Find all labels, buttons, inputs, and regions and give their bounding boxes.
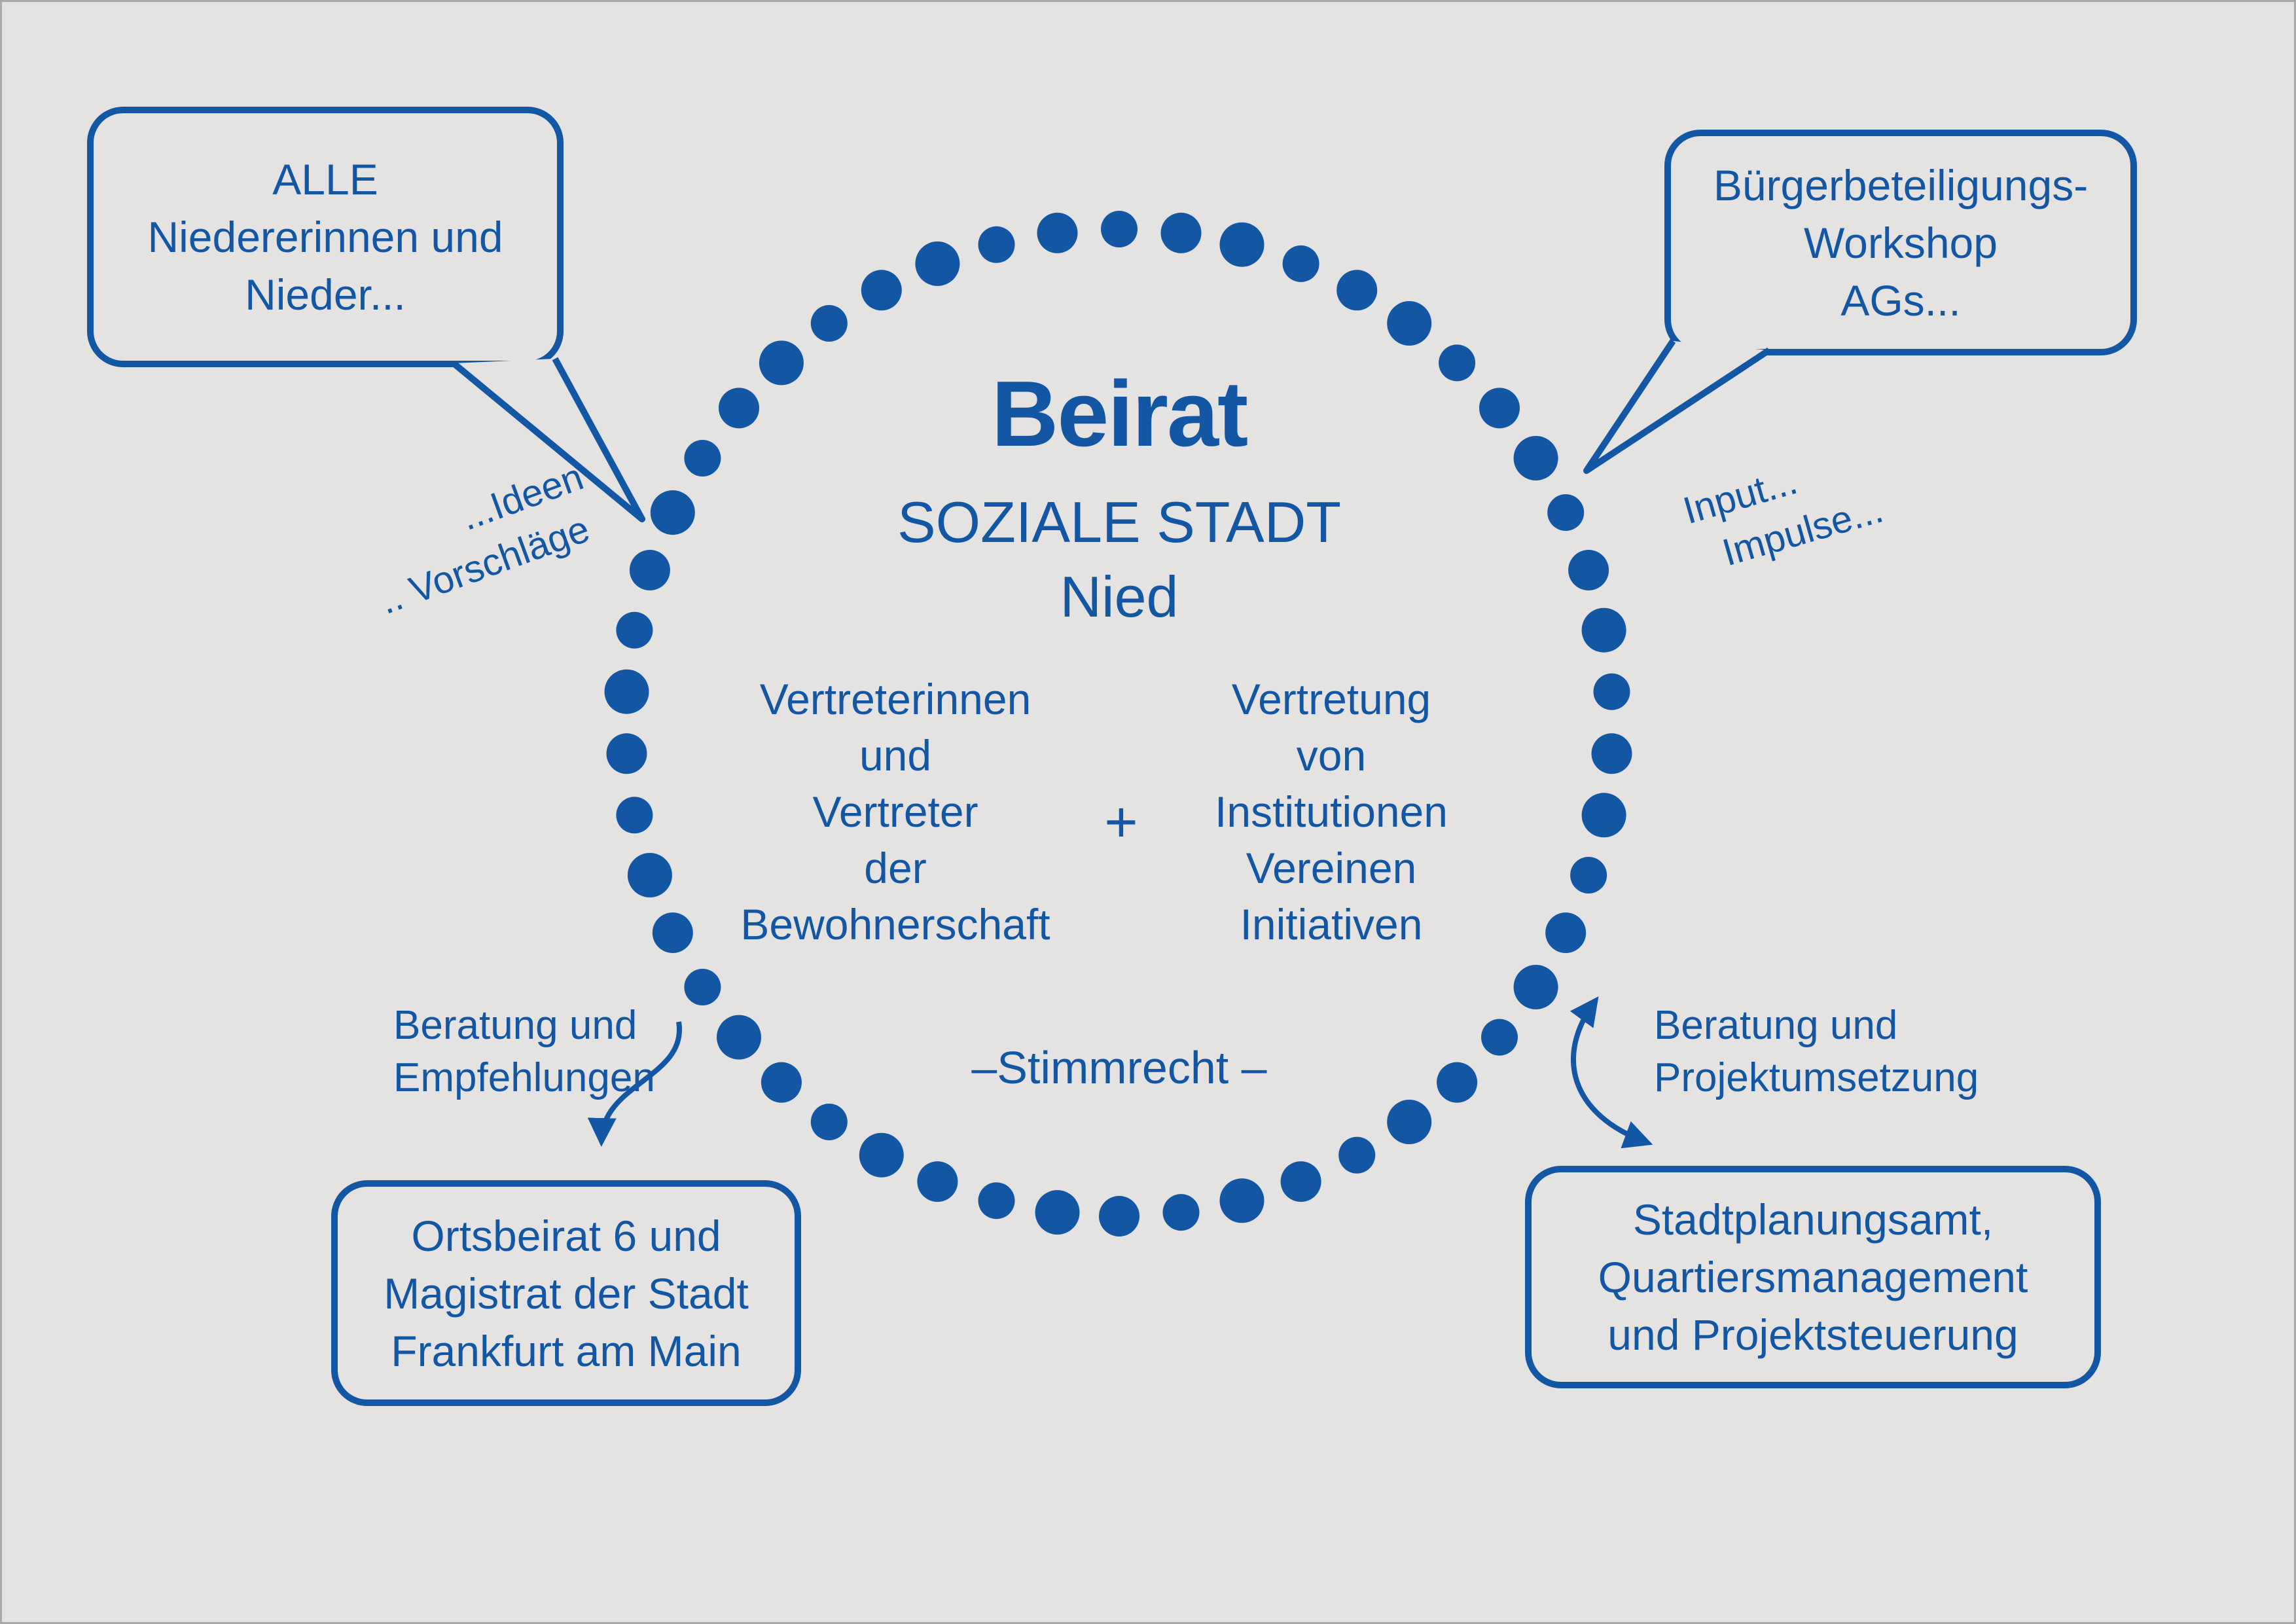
ring-dot [606,733,647,774]
ring-dot [1568,550,1609,590]
circle-subtitle-nied: Nied [1060,564,1179,629]
ring-dot [717,1015,761,1060]
ring-dot [1545,912,1587,953]
column-institutionen-line: Vertretung [1231,675,1431,723]
ring-dot [684,969,721,1005]
speech-bubble-residents-line: Nieder... [245,270,406,319]
speech-bubble-residents-line: ALLE [272,155,378,204]
ring-dot [604,669,649,714]
column-bewohnerschaft: Vertreterinnen und Vertreter der Bewohne… [692,671,1098,952]
ring-dot [719,388,759,429]
ring-dot [1513,965,1558,1009]
label-beratung-projektumsetzung: Beratung und Projektumsetzung [1654,1000,1979,1104]
column-institutionen-line: von [1296,731,1367,780]
label-beratung-empfehlungen-line: Beratung und [393,1003,637,1048]
ring-dot [810,305,848,342]
ring-dot [1099,1196,1139,1236]
box-ortsbeirat-line: Magistrat der Stadt [384,1269,749,1318]
ring-dot [1035,1190,1080,1235]
ring-dot [1387,1100,1432,1144]
ring-dot [1219,222,1265,267]
ring-dot [1547,494,1585,531]
ring-dot [859,1132,904,1178]
ring-dot [1591,733,1632,774]
column-bewohnerschaft-line: der [864,844,927,892]
ring-dot [1387,301,1432,346]
ring-dot [652,912,693,953]
ring-dot [1581,793,1626,838]
column-institutionen-line: Institutionen [1215,787,1448,836]
ring-dot [1282,245,1319,282]
ring-dot [1338,1136,1376,1174]
ring-dot [1219,1178,1265,1223]
speech-bubble-residents-line: Niedererinnen und [147,213,503,261]
circle-title: Beirat [991,362,1249,466]
ring-dot [1162,1194,1200,1231]
ring-dot [761,1062,802,1103]
circle-subtitle-soziale-stadt: SOZIALE STADT [897,490,1342,554]
ring-dot [616,797,653,834]
column-institutionen-line: Vereinen [1246,844,1417,892]
ring-dot [915,241,960,286]
speech-bubble-workshop: Bürgerbeteiligungs- Workshop AGs... [1664,130,2137,355]
ring-dot [1037,212,1078,253]
ring-dot [629,550,670,590]
ring-dot [1280,1161,1321,1202]
label-beratung-projektumsetzung-line: Projektumsetzung [1654,1055,1979,1100]
voting-note: –Stimmrecht – [971,1042,1267,1093]
speech-bubble-residents: ALLE Niedererinnen und Nieder... [87,107,564,367]
ring-dot [1481,1019,1518,1056]
ring-dot [1570,857,1607,893]
box-ortsbeirat-line: Ortsbeirat 6 und [411,1211,721,1260]
ring-dot [616,611,653,649]
label-beratung-projektumsetzung-line: Beratung und [1654,1003,1898,1048]
ring-dot [917,1161,958,1202]
label-beratung-empfehlungen-line: Empfehlungen [393,1055,655,1100]
column-bewohnerschaft-line: und [859,731,932,780]
box-ortsbeirat-line: Frankfurt am Main [391,1326,742,1375]
plus-sign: + [1104,789,1138,854]
ring-dot [978,226,1015,263]
speech-bubble-workshop-line: Bürgerbeteiligungs- [1713,160,2089,209]
ring-dot [1160,212,1202,253]
ring-dot [627,853,672,897]
ring-dot [1336,270,1378,311]
box-stadtplanungsamt-line: Stadtplanungsamt, [1632,1195,1994,1244]
column-bewohnerschaft-line: Bewohnerschaft [740,900,1050,948]
ring-dot [1101,211,1138,247]
label-ideen-vorschlaege: ...Ideen .. Vorschläge [355,405,735,626]
box-ortsbeirat-magistrat: Ortsbeirat 6 und Magistrat der Stadt Fra… [331,1180,801,1406]
ring-dot [1581,607,1626,653]
box-stadtplanungsamt-line: Quartiersmanagement [1598,1253,2028,1301]
ring-dot [1593,673,1630,710]
column-bewohnerschaft-line: Vertreter [812,787,978,836]
arrow-beratung-projektumsetzung [1570,996,1653,1149]
column-institutionen-line: Initiativen [1240,900,1423,948]
speech-bubble-workshop-line: AGs... [1840,276,1961,325]
ring-dot [1513,436,1558,480]
bubble-tail-top-right [1583,339,1771,474]
label-beratung-empfehlungen: Beratung und Empfehlungen [393,1000,655,1104]
column-bewohnerschaft-line: Vertreterinnen [759,675,1031,723]
ring-dot [978,1182,1015,1219]
box-stadtplanungsamt: Stadtplanungsamt, Quartiersmanagement un… [1525,1166,2101,1388]
ring-dot [1479,388,1520,429]
ring-dot [810,1104,848,1140]
speech-bubble-workshop-line: Workshop [1804,218,1998,267]
column-institutionen: Vertretung von Institutionen Vereinen In… [1128,671,1534,952]
box-stadtplanungsamt-line: und Projektsteuerung [1607,1310,2018,1359]
ring-dot [1437,1062,1478,1103]
label-input-impulse: Input... Impulse... [1677,394,2033,586]
ring-dot [861,270,902,311]
